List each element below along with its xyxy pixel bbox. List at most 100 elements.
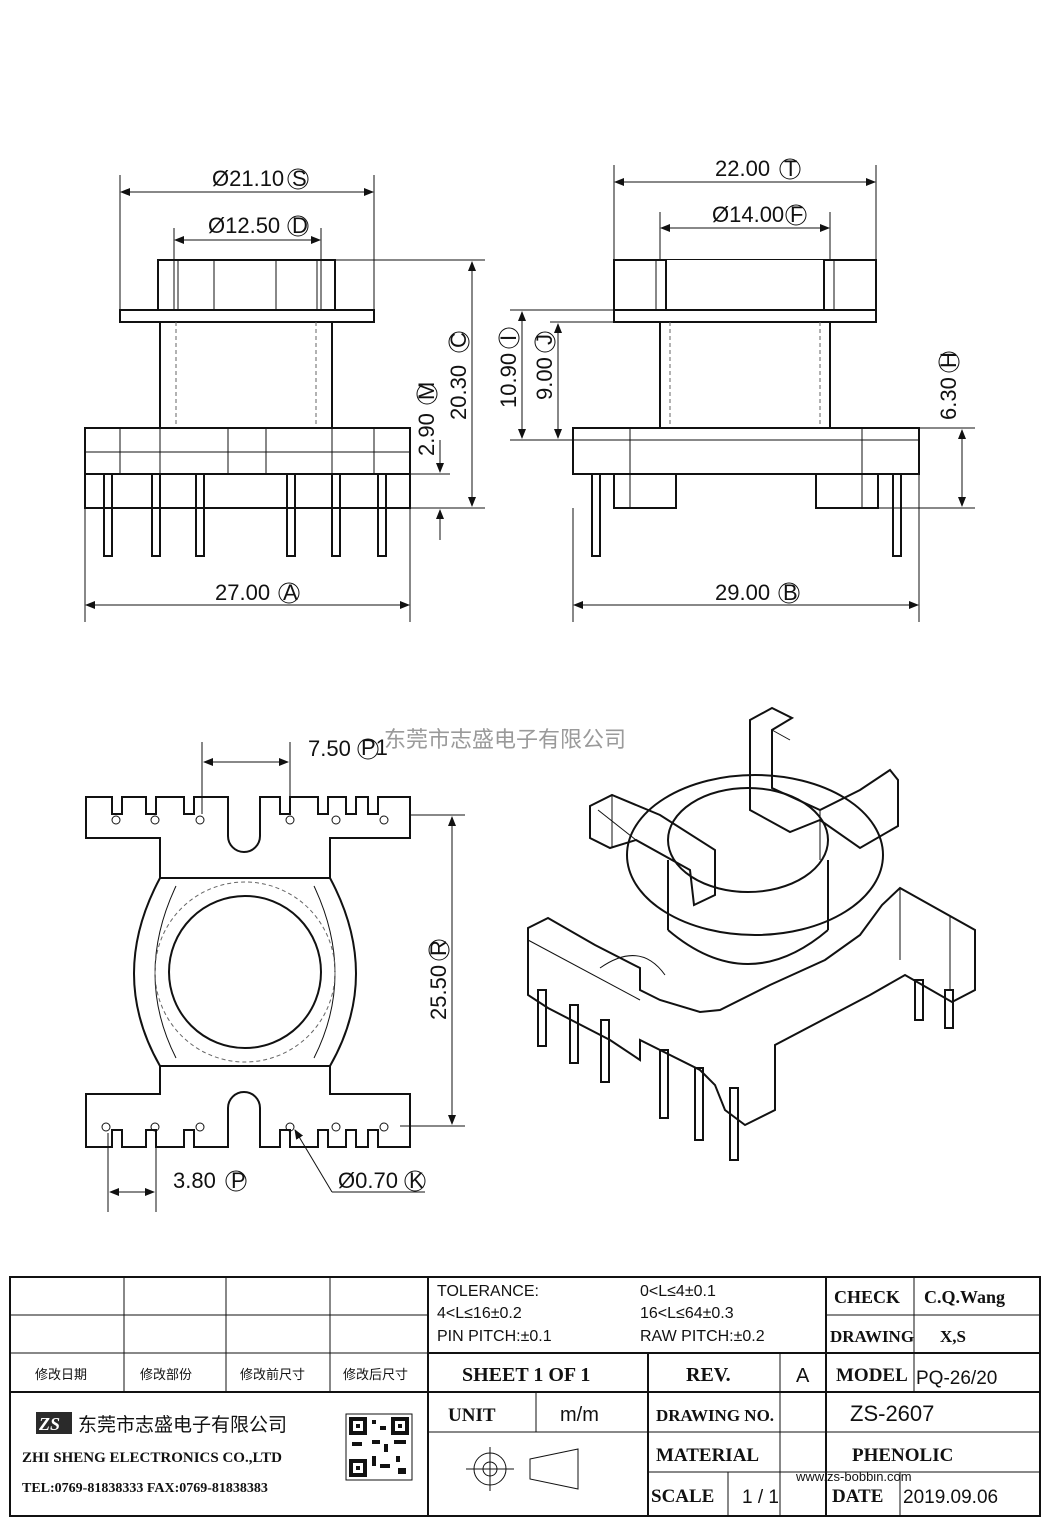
svg-text:22.00: 22.00: [715, 156, 770, 181]
dim-bottom-pitch: 3.80 P: [173, 1168, 247, 1193]
dim-front-inner-dia: Ø12.50 D: [208, 213, 309, 238]
unit-value: m/m: [560, 1404, 599, 1426]
svg-text:C: C: [446, 332, 471, 348]
date-value: 2019.09.06: [903, 1487, 998, 1508]
svg-text:7.50: 7.50: [308, 736, 351, 761]
dim-side-h1: 10.90 I: [496, 327, 521, 408]
check-value: C.Q.Wang: [924, 1287, 1005, 1307]
dim-side-outer: 22.00 T: [715, 156, 801, 181]
svg-text:2.90: 2.90: [414, 413, 439, 456]
rev-header-before: 修改前尺寸: [240, 1367, 305, 1382]
website-watermark: www.zs-bobbin.com: [795, 1469, 912, 1484]
raw-pitch: RAW PITCH:±0.2: [640, 1328, 765, 1345]
rev-header-after: 修改后尺寸: [343, 1367, 408, 1382]
side-base: [572, 427, 920, 475]
bottom-pin-holes: [101, 815, 389, 1132]
isometric-view: [527, 706, 976, 1161]
iso-pins: [537, 979, 954, 1161]
svg-text:Ø14.00: Ø14.00: [712, 202, 784, 227]
bottom-right-arc: [329, 877, 357, 1067]
svg-text:A: A: [283, 580, 298, 605]
dim-side-h2: 9.00 J: [532, 331, 557, 400]
svg-text:29.00: 29.00: [715, 580, 770, 605]
svg-text:25.50: 25.50: [426, 965, 451, 1020]
company-name-en: ZHI SHENG ELECTRONICS CO.,LTD: [22, 1450, 282, 1466]
tolerance-1: 0<L≤4±0.1: [640, 1283, 716, 1300]
dim-side-inner-dia: Ø14.00 F: [712, 202, 807, 227]
svg-text:F: F: [790, 202, 803, 227]
drawing-label: DRAWING: [830, 1327, 914, 1346]
svg-text:6.30: 6.30: [936, 377, 961, 420]
svg-text:S: S: [292, 166, 307, 191]
date-label: DATE: [832, 1486, 883, 1507]
svg-text:H: H: [936, 352, 961, 368]
material-label: MATERIAL: [656, 1445, 759, 1466]
material-value: PHENOLIC: [852, 1445, 953, 1466]
svg-text:P: P: [231, 1168, 246, 1193]
drawing-no-label: DRAWING NO.: [656, 1406, 774, 1425]
dim-bottom-pin-dia: Ø0.70 K: [338, 1168, 426, 1193]
pin-pitch: PIN PITCH:±0.1: [437, 1328, 552, 1345]
dim-bottom-pitch1: 7.50 P1: [308, 735, 388, 761]
front-pins: [103, 473, 387, 557]
dim-front-width: 27.00 A: [215, 580, 300, 605]
front-top-plate: [119, 309, 375, 323]
svg-text:27.00: 27.00: [215, 580, 270, 605]
rev-value: A: [796, 1365, 810, 1387]
bottom-center-hole: [168, 895, 322, 1049]
dim-side-width: 29.00 B: [715, 580, 800, 605]
rev-header-date: 修改日期: [35, 1367, 87, 1382]
svg-text:P1: P1: [361, 735, 388, 760]
company-contact: TEL:0769-81838333 FAX:0769-81838383: [22, 1481, 268, 1496]
svg-text:D: D: [292, 213, 308, 238]
bottom-top-pin-bar: [85, 796, 411, 879]
svg-text:20.30: 20.30: [446, 365, 471, 420]
svg-text:ZS: ZS: [38, 1414, 60, 1434]
sheet: SHEET 1 OF 1: [462, 1364, 590, 1386]
drawing-no-value: ZS-2607: [850, 1401, 934, 1426]
tolerance-2: 4<L≤16±0.2: [437, 1305, 522, 1322]
company-logo: ZS: [36, 1412, 72, 1434]
check-label: CHECK: [834, 1287, 900, 1307]
front-view: Ø21.10 S Ø12.50 D 20.30 C 2.90 M 27.00 A: [84, 166, 485, 622]
model-label: MODEL: [836, 1365, 908, 1386]
svg-text:K: K: [409, 1168, 424, 1193]
scale-value: 1 / 1: [742, 1487, 779, 1508]
svg-text:T: T: [784, 156, 797, 181]
svg-text:Ø12.50: Ø12.50: [208, 213, 280, 238]
side-core-tube: [659, 321, 831, 429]
svg-text:J: J: [532, 334, 557, 345]
front-core-tube: [159, 321, 333, 429]
svg-text:9.00: 9.00: [532, 357, 557, 400]
svg-text:B: B: [783, 580, 798, 605]
svg-text:M: M: [414, 382, 439, 400]
projection-symbol-icon: [466, 1447, 579, 1491]
svg-text:I: I: [496, 335, 521, 341]
bottom-view: 7.50 P1 25.50 R 3.80 P Ø0.70 K: [85, 735, 465, 1212]
model-value: PQ-26/20: [916, 1368, 997, 1389]
svg-text:10.90: 10.90: [496, 353, 521, 408]
dim-side-h3: 6.30 H: [936, 351, 961, 420]
tolerance-label: TOLERANCE:: [437, 1283, 539, 1300]
title-block: 修改日期 修改部份 修改前尺寸 修改后尺寸 TOLERANCE: 0<L≤4±0…: [9, 1276, 1041, 1517]
front-base: [84, 427, 411, 475]
watermark: 东莞市志盛电子有限公司: [384, 728, 626, 753]
company-name-cn: 东莞市志盛电子有限公司: [78, 1414, 287, 1436]
dim-front-outer-dia: Ø21.10 S: [212, 166, 309, 191]
tolerance-3: 16<L≤64±0.3: [640, 1305, 734, 1322]
side-view: 22.00 T Ø14.00 F 10.90 I 9.00 J 6.30 H 2…: [496, 156, 975, 622]
dim-front-height: 20.30 C: [446, 331, 471, 420]
scale-label: SCALE: [651, 1486, 714, 1507]
rev-header-part: 修改部份: [140, 1367, 192, 1382]
dim-front-pin-len: 2.90 M: [414, 382, 439, 456]
bottom-left-arc: [133, 877, 161, 1067]
svg-text:Ø0.70: Ø0.70: [338, 1168, 398, 1193]
bottom-bottom-pin-bar: [85, 1065, 411, 1148]
svg-text:Ø21.10: Ø21.10: [212, 166, 284, 191]
rev-label: REV.: [686, 1364, 731, 1386]
front-base-lower: [84, 473, 411, 509]
unit-label: UNIT: [448, 1405, 496, 1426]
svg-text:3.80: 3.80: [173, 1168, 216, 1193]
front-top-flange: [157, 259, 336, 311]
